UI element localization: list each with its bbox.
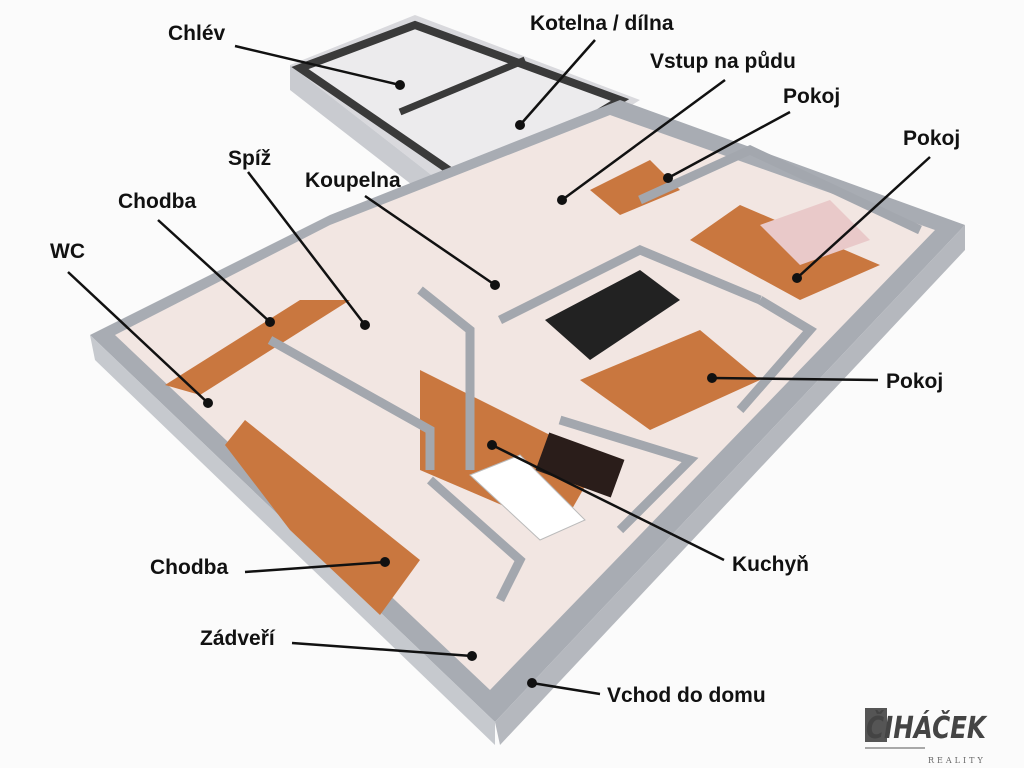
- sofa: [545, 270, 680, 360]
- label-kotelna: Kotelna / dílna: [530, 12, 674, 35]
- label-spiz: Spíž: [228, 147, 271, 170]
- label-chodba-2: Chodba: [150, 556, 228, 579]
- logo-sub: REALITY: [928, 756, 986, 765]
- chodba2-floor: [165, 300, 350, 395]
- living-floor: [580, 330, 760, 430]
- logo-name: ČIHÁČEK: [866, 709, 988, 746]
- label-vstup-na-pudu: Vstup na půdu: [650, 50, 796, 73]
- dining-table: [535, 432, 625, 498]
- leader-dots: [203, 80, 802, 688]
- bed: [760, 200, 870, 265]
- label-wc: WC: [50, 240, 85, 263]
- label-chlev: Chlév: [168, 22, 226, 45]
- label-pokoj-1: Pokoj: [783, 85, 840, 108]
- chodba-floor: [225, 420, 420, 615]
- label-vchod-do-domu: Vchod do domu: [607, 684, 766, 707]
- kitchen-counter: [469, 454, 586, 541]
- main-house: [90, 100, 965, 745]
- bedroom2-floor: [590, 160, 680, 215]
- label-kuchyn: Kuchyň: [732, 553, 809, 576]
- label-koupelna: Koupelna: [305, 169, 401, 192]
- bedroom-floor: [690, 205, 880, 300]
- leader-lines: [67, 39, 931, 696]
- label-pokoj-3: Pokoj: [886, 370, 943, 393]
- label-chodba-1: Chodba: [118, 190, 196, 213]
- cihacek-logo: ČIHÁČEK REALITY: [865, 708, 988, 765]
- label-pokoj-2: Pokoj: [903, 127, 960, 150]
- label-zadveri: Zádveří: [200, 627, 276, 650]
